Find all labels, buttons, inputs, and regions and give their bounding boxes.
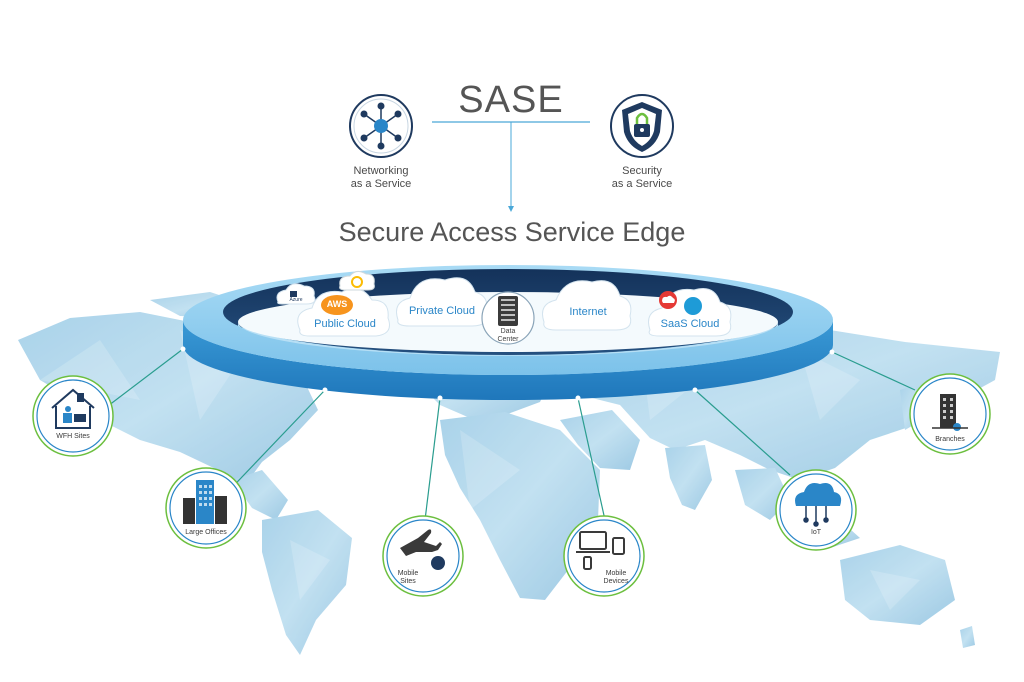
mobile-sites-line1: Mobile (397, 570, 419, 577)
security-label-line2: as a Service (611, 178, 673, 190)
satellite-large-offices (165, 467, 247, 549)
devices-icon (576, 531, 625, 570)
restaurant-pin-icon (431, 556, 445, 570)
mobile-sites-line2: Sites (400, 578, 416, 585)
data-center-label: Data Center (488, 328, 528, 344)
iot-cloud-icon (795, 483, 842, 506)
internet-label: Internet (569, 306, 607, 318)
shield-lock-icon (610, 94, 674, 158)
ring-dots (180, 346, 835, 401)
data-center-icon (481, 291, 535, 345)
data-center-line1: Data (500, 328, 516, 335)
azure-label: Azure (289, 297, 303, 303)
networking-label-line2: as a Service (350, 178, 412, 190)
aws-icon (321, 295, 353, 315)
satellite-mobile-devices (563, 515, 645, 597)
wfh-label: WFH Sites (56, 433, 90, 440)
security-label-line1: Security (622, 165, 662, 177)
aws-badge-label: AWS (326, 299, 348, 309)
page-subtitle: Secure Access Service Edge (338, 217, 686, 247)
office-buildings-icon (183, 480, 227, 524)
networking-label-line1: Networking (353, 165, 409, 177)
branch-building-icon (932, 394, 968, 431)
branches-label: Branches (935, 436, 965, 443)
connector-lines (99, 348, 916, 521)
satellite-wfh (32, 375, 114, 457)
azure-icon (290, 291, 297, 297)
data-center-line2: Center (497, 336, 519, 343)
iot-label: IoT (810, 529, 822, 536)
mobile-sites-label: Mobile Sites (383, 570, 433, 586)
satellite-mobile-sites (382, 515, 464, 597)
saas-cloud-label: SaaS Cloud (660, 318, 720, 330)
page-title: SASE (458, 79, 564, 121)
security-label: Security as a Service (592, 165, 692, 191)
mobile-devices-line1: Mobile (605, 570, 627, 577)
airplane-icon (400, 529, 442, 556)
satellite-iot (775, 469, 857, 551)
gcp-icon (339, 270, 375, 291)
satellite-branches (909, 373, 991, 455)
salesforce-icon (684, 297, 702, 315)
private-cloud-label: Private Cloud (408, 305, 476, 317)
mobile-devices-label: Mobile Devices (596, 570, 636, 586)
large-offices-label: Large Offices (185, 529, 227, 536)
home-office-icon (51, 388, 95, 429)
networking-label: Networking as a Service (331, 165, 431, 191)
public-cloud-label: Public Cloud (314, 318, 376, 330)
mobile-devices-line2: Devices (603, 578, 629, 585)
arrow-down-icon (508, 206, 514, 212)
network-hub-icon (349, 94, 413, 158)
ring-side (183, 320, 833, 400)
